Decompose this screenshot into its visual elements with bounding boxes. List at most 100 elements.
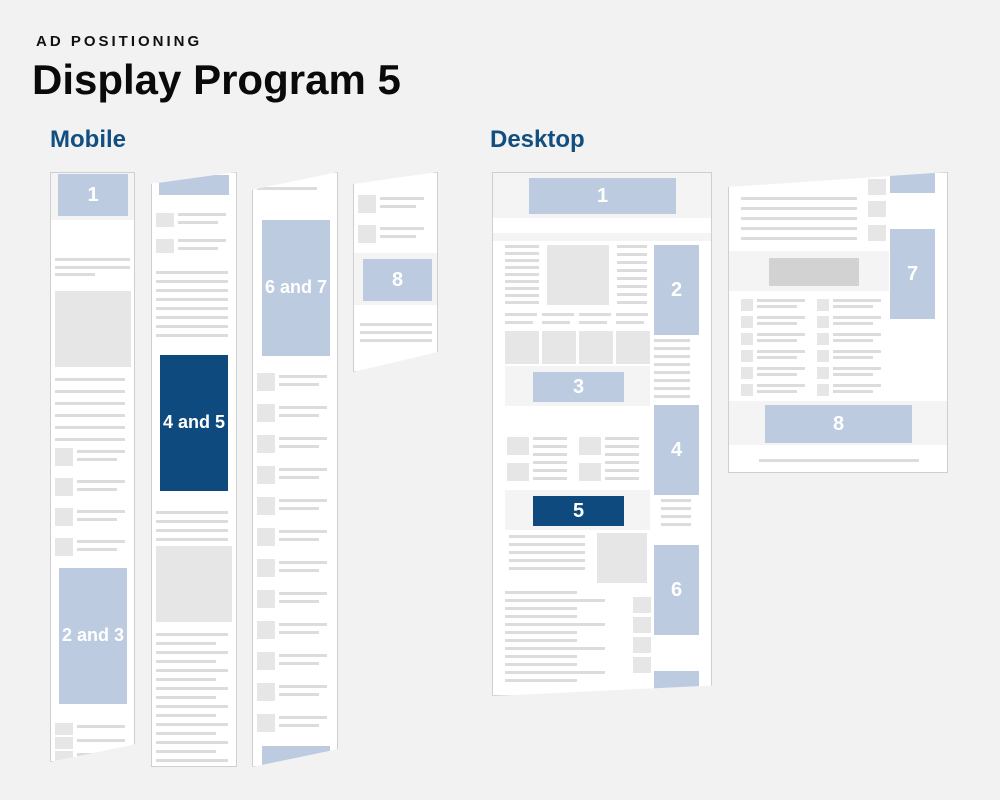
placeholder-box	[547, 245, 609, 305]
placeholder-line	[77, 450, 125, 453]
placeholder-box	[741, 350, 753, 362]
ad-slot-1: 1	[58, 174, 128, 216]
placeholder-line	[616, 313, 648, 316]
placeholder-line	[617, 253, 647, 256]
placeholder-line	[617, 277, 647, 280]
placeholder-line	[279, 654, 327, 657]
placeholder-box	[257, 435, 275, 453]
placeholder-line	[505, 273, 539, 276]
placeholder-line	[55, 426, 125, 429]
placeholder-line	[156, 642, 216, 645]
placeholder-line	[757, 384, 805, 387]
placeholder-box	[868, 225, 886, 241]
placeholder-line	[605, 453, 639, 456]
placeholder-line	[156, 714, 216, 717]
placeholder-box	[257, 714, 275, 732]
mobile-heading: Mobile	[50, 126, 126, 153]
kicker: AD POSITIONING	[36, 33, 203, 50]
placeholder-box	[507, 437, 529, 455]
placeholder-line	[505, 599, 605, 602]
placeholder-line	[178, 247, 218, 250]
placeholder-line	[757, 356, 797, 359]
placeholder-line	[654, 387, 690, 390]
placeholder-line	[77, 488, 117, 491]
placeholder-line	[55, 273, 95, 276]
placeholder-line	[156, 529, 228, 532]
placeholder-box	[257, 373, 275, 391]
placeholder-line	[505, 301, 539, 304]
ad-slot-6-and-7: 6 and 7	[262, 220, 330, 356]
placeholder-box	[579, 437, 601, 455]
placeholder-line	[156, 741, 228, 744]
ad-slot-top	[890, 173, 935, 193]
placeholder-line	[156, 651, 228, 654]
placeholder-line	[661, 515, 691, 518]
placeholder-line	[279, 623, 327, 626]
placeholder-line	[156, 325, 228, 328]
placeholder-line	[661, 523, 691, 526]
placeholder-line	[509, 543, 585, 546]
placeholder-line	[833, 333, 881, 336]
ad-slot-2: 2	[654, 245, 699, 335]
placeholder-line	[156, 669, 228, 672]
placeholder-box	[741, 333, 753, 345]
placeholder-line	[833, 384, 881, 387]
placeholder-box	[633, 617, 651, 633]
placeholder-line	[380, 205, 416, 208]
placeholder-line	[279, 507, 319, 510]
placeholder-line	[279, 716, 327, 719]
placeholder-box	[616, 331, 650, 364]
mobile-page-1: 1 2 and 3	[50, 172, 135, 762]
placeholder-box	[741, 367, 753, 379]
placeholder-line	[654, 347, 690, 350]
placeholder-line	[77, 725, 125, 728]
desktop-heading: Desktop	[490, 126, 585, 153]
placeholder-line	[533, 437, 567, 440]
placeholder-line	[279, 383, 319, 386]
placeholder-box	[817, 333, 829, 345]
placeholder-line	[833, 350, 881, 353]
placeholder-line	[833, 322, 873, 325]
placeholder-line	[55, 266, 130, 269]
placeholder-line	[759, 459, 919, 462]
placeholder-line	[279, 693, 319, 696]
placeholder-line	[605, 437, 639, 440]
placeholder-box	[257, 497, 275, 515]
placeholder-line	[380, 235, 416, 238]
ad-slot-1: 1	[529, 178, 676, 214]
placeholder-line	[505, 663, 577, 666]
placeholder-line	[617, 261, 647, 264]
placeholder-line	[616, 321, 644, 324]
placeholder-line	[654, 379, 690, 382]
image-placeholder	[769, 258, 859, 286]
placeholder-line	[77, 480, 125, 483]
placeholder-line	[579, 321, 607, 324]
placeholder-line	[156, 696, 216, 699]
placeholder-line	[833, 299, 881, 302]
placeholder-box	[358, 225, 376, 243]
placeholder-line	[509, 567, 585, 570]
placeholder-line	[505, 655, 577, 658]
placeholder-line	[833, 305, 873, 308]
placeholder-box	[257, 404, 275, 422]
placeholder-line	[178, 213, 226, 216]
placeholder-line	[505, 294, 539, 297]
placeholder-line	[505, 287, 539, 290]
placeholder-line	[178, 239, 226, 242]
placeholder-line	[279, 468, 327, 471]
placeholder-line	[257, 187, 317, 190]
placeholder-line	[542, 313, 574, 316]
placeholder-line	[833, 390, 873, 393]
mobile-page-2: 4 and 5	[151, 172, 237, 767]
placeholder-line	[617, 293, 647, 296]
placeholder-line	[505, 631, 577, 634]
placeholder-line	[661, 507, 691, 510]
placeholder-box	[55, 538, 73, 556]
placeholder-line	[156, 759, 228, 762]
placeholder-line	[156, 520, 228, 523]
mobile-page-3: 6 and 7	[252, 172, 338, 767]
placeholder-line	[279, 437, 327, 440]
placeholder-line	[279, 375, 327, 378]
ad-slot-bottom	[654, 671, 699, 695]
placeholder-line	[156, 280, 228, 283]
